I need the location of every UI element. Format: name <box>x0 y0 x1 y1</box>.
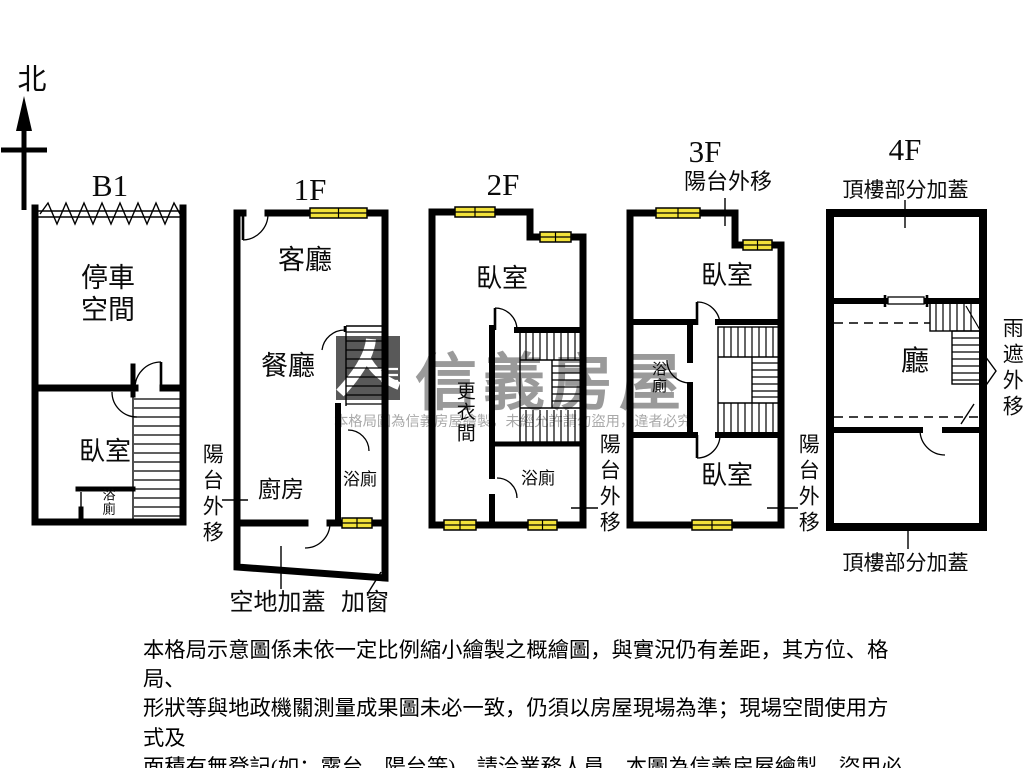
window-marker <box>655 207 701 219</box>
window-marker <box>539 231 572 243</box>
f3-stairs <box>717 326 780 434</box>
window-marker <box>742 239 773 251</box>
b1-outer-walls <box>31 204 187 526</box>
window-marker <box>309 207 368 219</box>
floor-title-1f: 1F <box>293 172 327 207</box>
annotation-ground-addition: 空地加蓋 <box>229 590 326 616</box>
room-label-bedroom: 臥室 <box>700 461 753 490</box>
b1-ramp-zigzag <box>39 201 181 226</box>
window-marker <box>341 517 373 529</box>
leader-line <box>367 571 382 594</box>
f4-wall-opening <box>887 296 925 305</box>
window-marker <box>443 519 477 531</box>
f2-bedroom-door-arc <box>494 307 518 331</box>
annotation-rooftop-addition: 頂樓部分加蓋 <box>842 178 969 202</box>
annotation-rooftop-addition: 頂樓部分加蓋 <box>842 551 969 575</box>
room-label-bedroom: 臥室 <box>78 437 131 466</box>
disclaimer-text: 本格局示意圖係未依一定比例縮小繪製之概繪圖，與實況仍有差距，其方位、格局、 形狀… <box>143 638 903 768</box>
b1-stairs <box>134 398 181 517</box>
f3-door-arc <box>696 301 721 326</box>
annotation-rain-shield-moved: 雨遮外移 <box>1000 317 1024 421</box>
room-label-bath: 浴廁 <box>343 470 377 489</box>
room-label-bath: 浴廁 <box>650 361 666 395</box>
floor-title-4f: 4F <box>888 132 922 167</box>
floor-plan-3f <box>626 198 798 531</box>
f4-outer-walls <box>826 209 987 531</box>
f3-outer-walls <box>626 209 785 529</box>
annotation-added-window: 加窗 <box>341 590 389 616</box>
watermark-brand-text: 信義房屋 <box>415 350 688 418</box>
f1-entry-door-arc <box>242 213 269 241</box>
room-label-bedroom: 臥室 <box>475 264 528 293</box>
room-label-living: 客廳 <box>278 245 332 275</box>
floor-title-b1: B1 <box>91 168 129 203</box>
b1-door-arc <box>111 391 138 418</box>
floor-title-3f: 3F <box>688 134 722 169</box>
annotation-balcony-moved: 陽台外移 <box>200 443 225 547</box>
rain-shield-pointer <box>960 403 975 425</box>
north-label: 北 <box>17 64 47 96</box>
window-marker <box>454 206 496 218</box>
annotation-balcony-moved: 陽台外移 <box>597 433 622 537</box>
b1-door-arc <box>134 361 162 389</box>
f1-bath-door-arc <box>347 429 370 452</box>
north-arrow-icon <box>1 96 47 210</box>
room-label-bath: 浴廁 <box>521 469 555 488</box>
f1-stair-door-arc <box>321 329 346 351</box>
floor-plan-b1 <box>31 201 187 526</box>
floor-plan-4f <box>826 200 997 549</box>
room-label-bath: 浴廁 <box>100 488 116 516</box>
floor-plan-2f <box>428 206 598 531</box>
room-label-kitchen: 廚房 <box>258 477 304 502</box>
f3-door-arc <box>696 434 721 459</box>
f2-bath-door-arc <box>496 477 518 499</box>
f3-bath-door-arc <box>666 359 691 384</box>
floor-plan-1f <box>222 207 389 594</box>
room-label-hall: 廳 <box>900 346 929 377</box>
floor-title-2f: 2F <box>486 167 520 202</box>
window-marker <box>691 519 733 531</box>
room-label-parking: 停車 空間 <box>81 263 135 326</box>
annotation-balcony-moved: 陽台外移 <box>796 433 821 537</box>
f1-door-arc <box>304 522 331 549</box>
watermark-notice-text: 本格局圖為信義房屋繪製，未經允許請勿盜用，違者必究 <box>334 414 692 430</box>
f2-outer-walls <box>428 208 587 529</box>
f4-door-arc <box>919 429 946 456</box>
annotation-balcony-moved: 陽台外移 <box>683 169 772 194</box>
room-label-dining: 餐廳 <box>261 351 315 381</box>
room-label-dressing: 更衣間 <box>453 381 475 444</box>
rain-shield-pointer <box>981 351 997 392</box>
room-label-bedroom: 臥室 <box>700 261 753 290</box>
window-marker <box>527 519 558 531</box>
f1-stairs <box>346 331 383 405</box>
